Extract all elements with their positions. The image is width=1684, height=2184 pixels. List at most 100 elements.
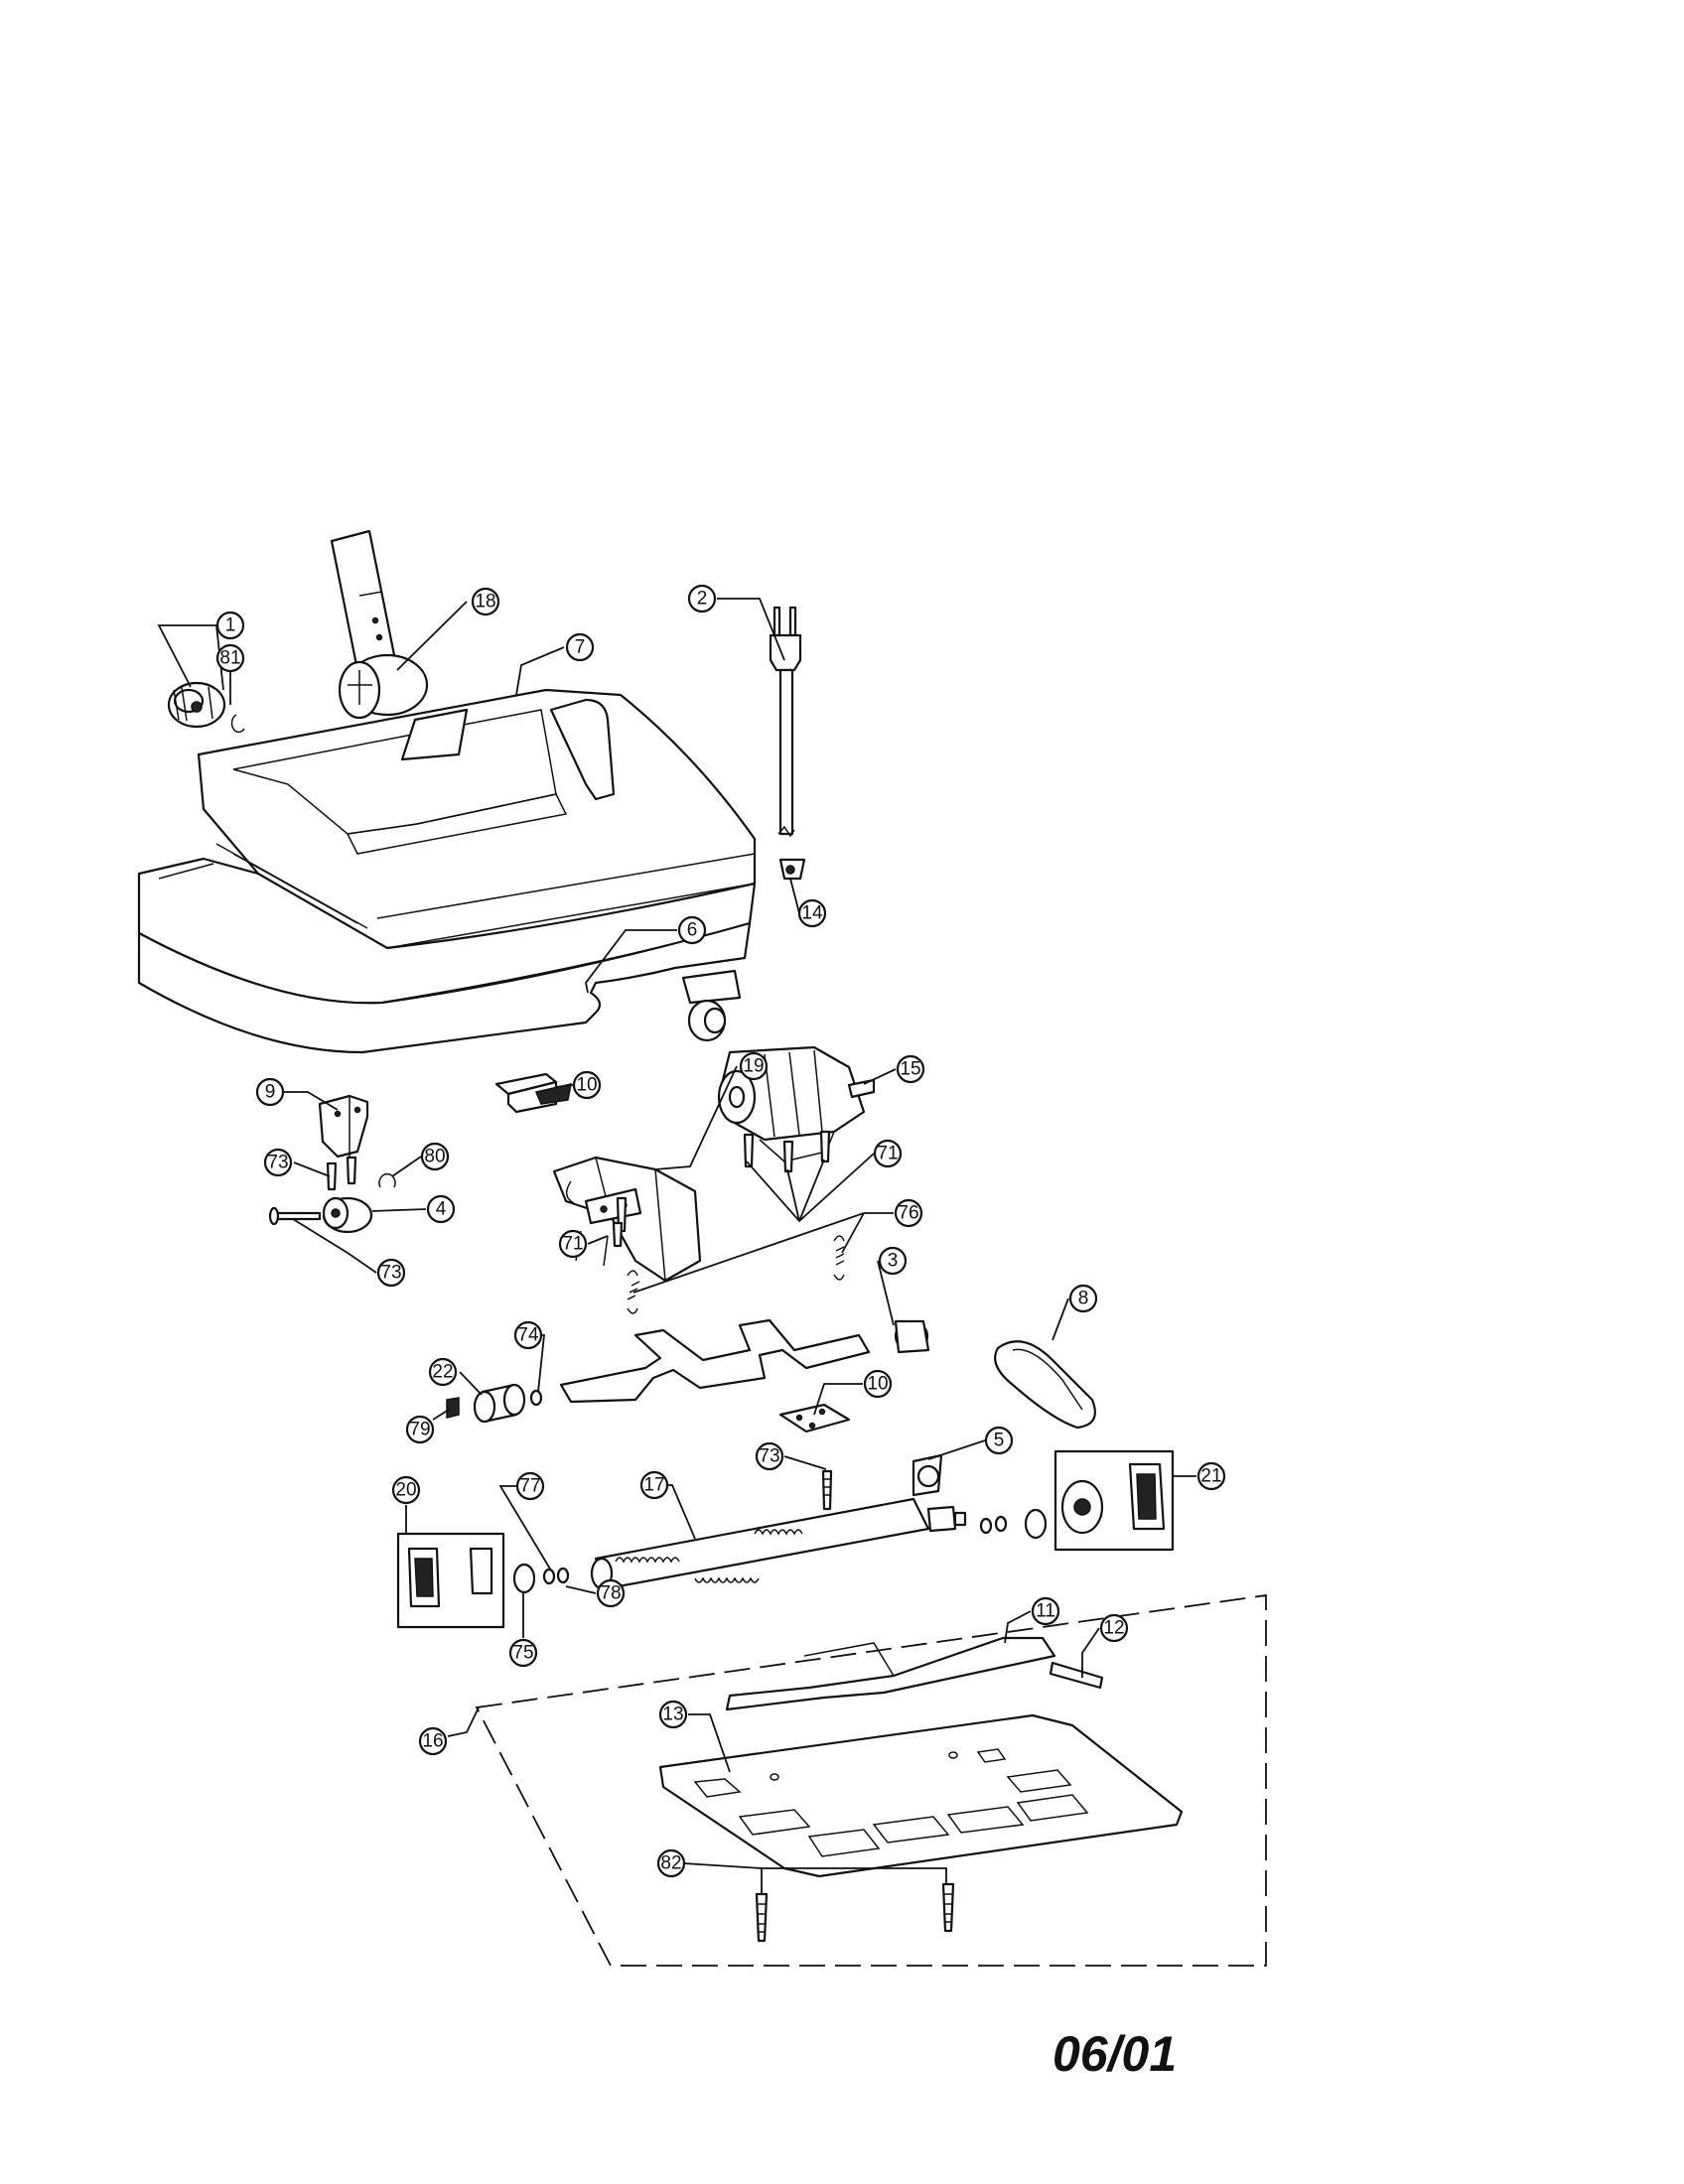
- svg-text:1: 1: [225, 615, 236, 636]
- callout-74: 74: [513, 1320, 543, 1350]
- callout-17: 17: [639, 1470, 669, 1500]
- screws-bracket-73: [326, 1156, 357, 1191]
- screw-brush-73: [821, 1469, 833, 1511]
- callout-4: 4: [426, 1194, 456, 1224]
- svg-text:13: 13: [662, 1705, 683, 1725]
- svg-text:79: 79: [409, 1420, 430, 1440]
- svg-text:12: 12: [1103, 1618, 1124, 1639]
- hood-cover-part: [197, 688, 757, 950]
- svg-text:18: 18: [475, 592, 495, 613]
- svg-text:73: 73: [759, 1446, 779, 1467]
- svg-text:4: 4: [436, 1199, 447, 1220]
- svg-text:71: 71: [562, 1234, 583, 1255]
- screw-bracket-71: [612, 1221, 624, 1248]
- callout-79: 80: [420, 1142, 450, 1171]
- callout-7: 7: [565, 632, 595, 662]
- callout-21: 21: [1196, 1461, 1226, 1491]
- svg-text:10: 10: [576, 1075, 597, 1096]
- callout-11: 11: [1031, 1596, 1060, 1626]
- strain-relief-part: [778, 858, 806, 881]
- base-housing-part: [137, 857, 757, 1054]
- bottom-plate-screws-part: [755, 1882, 955, 1943]
- svg-text:10: 10: [867, 1374, 888, 1395]
- end-cap-kit-right: [1053, 1449, 1175, 1552]
- callout-22: 22: [428, 1357, 458, 1387]
- adjustment-rod-part: [559, 1318, 930, 1404]
- wheel-axle-part: [268, 1206, 322, 1226]
- callout-12: 12: [1099, 1613, 1129, 1643]
- wheel-clip-part: [378, 1172, 396, 1188]
- callout-10-lower: 10: [863, 1369, 893, 1399]
- callout-6: 6: [677, 915, 707, 945]
- brush-roll-part: [590, 1497, 967, 1590]
- svg-text:80: 80: [424, 1147, 445, 1167]
- date-code-label: 06/01: [1052, 2026, 1178, 2082]
- brush-bracket-part: [778, 1403, 851, 1433]
- end-cap-kit-left: [396, 1532, 505, 1629]
- drive-belt-part: [994, 1340, 1096, 1430]
- bottom-plate-part: [658, 1713, 1184, 1878]
- tension-springs-part: [627, 1235, 845, 1314]
- rear-wheel-part: [322, 1196, 373, 1234]
- svg-text:21: 21: [1200, 1466, 1221, 1487]
- svg-text:74: 74: [517, 1325, 539, 1346]
- left-washers-78: [542, 1567, 570, 1585]
- callout-19: 19: [739, 1051, 769, 1081]
- callout-10-upper: 10: [572, 1070, 602, 1100]
- callout-71-motor: 71: [873, 1139, 903, 1168]
- callout-81: 81: [215, 643, 245, 673]
- bottom-plate-kit-boundary: [475, 1593, 1267, 1967]
- callout-77: 77: [515, 1471, 545, 1501]
- svg-text:6: 6: [687, 920, 698, 941]
- callout-18: 18: [471, 587, 500, 616]
- svg-text:71: 71: [877, 1144, 898, 1164]
- callout-73-left: 73: [263, 1148, 293, 1177]
- wheel-bracket-part: [318, 1094, 369, 1159]
- caster-wheel-part: [681, 969, 742, 1042]
- bumper-strip-part: [725, 1636, 1056, 1711]
- callout-16: 16: [418, 1726, 448, 1756]
- svg-text:22: 22: [432, 1362, 453, 1383]
- svg-text:75: 75: [512, 1643, 533, 1664]
- svg-text:73: 73: [380, 1263, 401, 1284]
- callout-5: 5: [984, 1426, 1014, 1455]
- svg-text:78: 78: [600, 1583, 621, 1604]
- front-roller-part: [473, 1383, 526, 1424]
- svg-text:82: 82: [660, 1853, 681, 1874]
- callout-82: 82: [656, 1848, 686, 1878]
- svg-text:7: 7: [575, 637, 586, 658]
- svg-text:17: 17: [643, 1475, 664, 1496]
- left-washer-75: [512, 1563, 536, 1594]
- callout-14: 14: [797, 898, 827, 928]
- motor-bracket-part: [552, 1156, 702, 1283]
- callout-9: 9: [255, 1077, 285, 1107]
- svg-text:76: 76: [898, 1203, 918, 1224]
- svg-text:3: 3: [888, 1251, 899, 1272]
- svg-text:20: 20: [395, 1480, 416, 1501]
- callout-73-right: 73: [755, 1441, 784, 1471]
- callout-78: 78: [596, 1578, 626, 1608]
- callout-76: 76: [894, 1198, 923, 1228]
- svg-text:73: 73: [267, 1153, 288, 1173]
- svg-text:15: 15: [900, 1059, 920, 1080]
- callout-3: 3: [878, 1246, 908, 1276]
- bumper-end-part: [1049, 1661, 1104, 1690]
- callout-13: 13: [658, 1700, 688, 1729]
- height-knob-part: [167, 681, 226, 729]
- callout-71-bracket: 71: [558, 1229, 588, 1259]
- svg-text:14: 14: [801, 903, 823, 924]
- svg-text:5: 5: [994, 1431, 1005, 1451]
- callout-8: 8: [1068, 1284, 1098, 1313]
- right-washers-part: [979, 1508, 1048, 1540]
- svg-text:2: 2: [697, 589, 708, 610]
- svg-text:19: 19: [743, 1056, 764, 1077]
- callout-15: 15: [896, 1054, 925, 1084]
- roller-washer-part: [529, 1389, 543, 1407]
- svg-text:81: 81: [219, 648, 240, 669]
- power-cord-part: [769, 606, 802, 838]
- svg-text:9: 9: [265, 1082, 276, 1103]
- latch-part: [494, 1072, 572, 1114]
- svg-text:11: 11: [1036, 1601, 1055, 1622]
- svg-text:8: 8: [1078, 1289, 1089, 1309]
